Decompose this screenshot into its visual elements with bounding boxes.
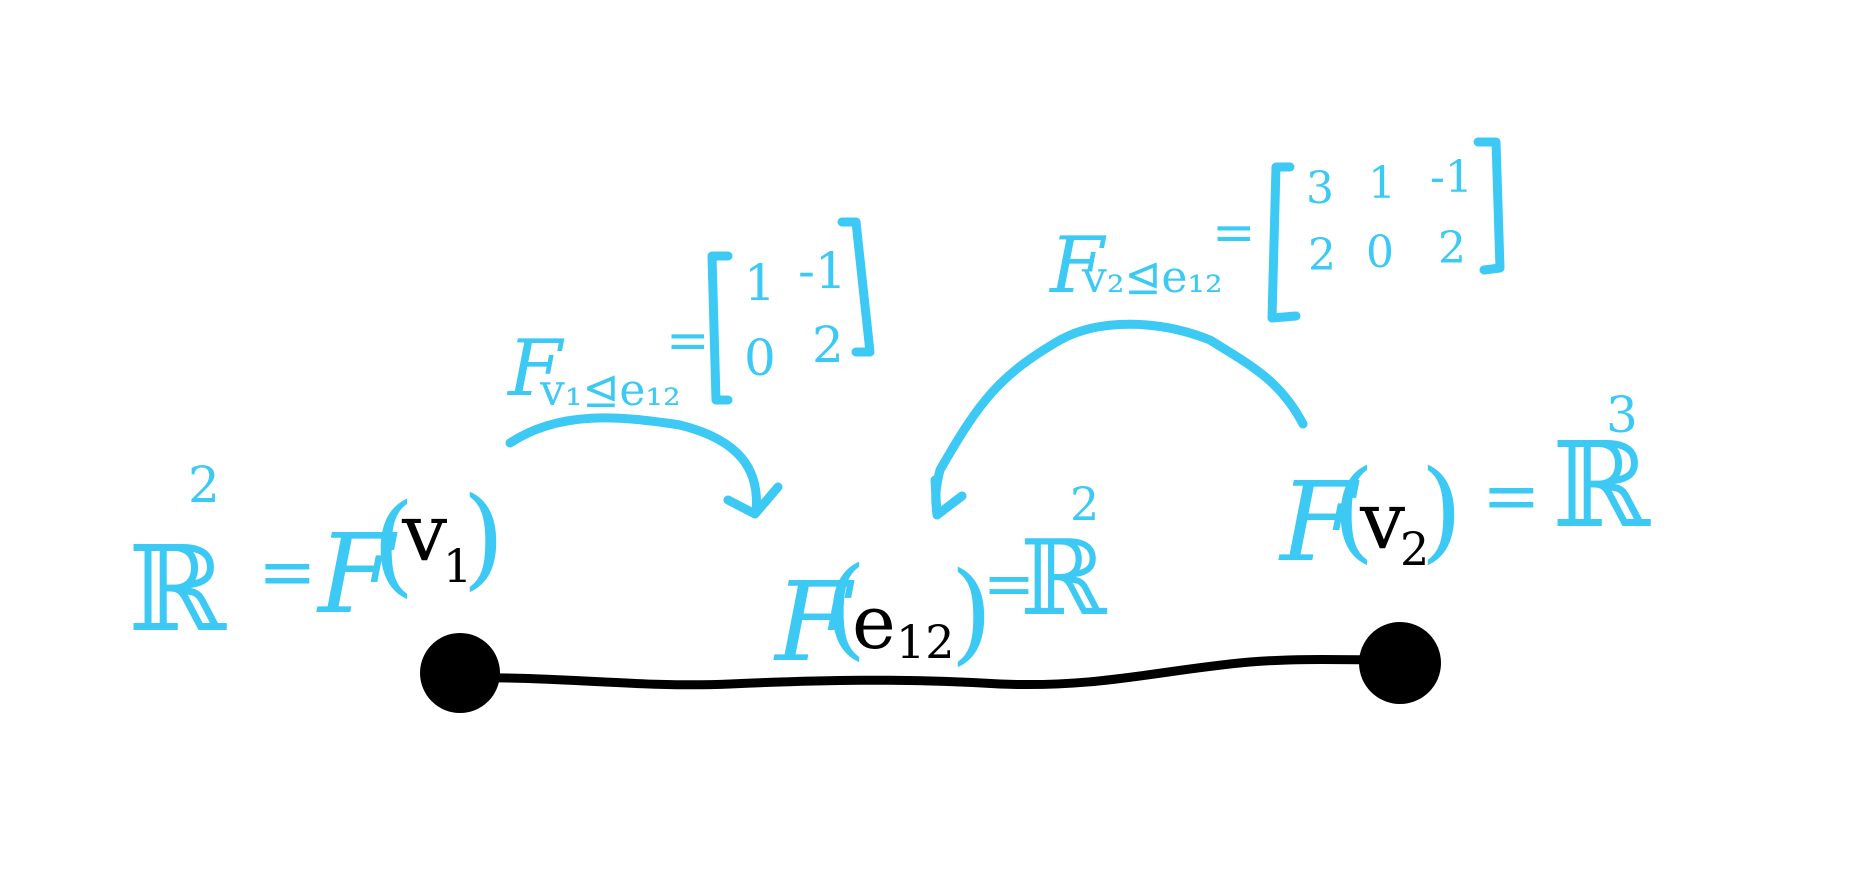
left-vertex-label: ℝ 2 = F ( v 1 )	[128, 456, 505, 658]
map-right-bracket-left	[1267, 162, 1301, 323]
edge-name: e	[852, 580, 896, 666]
map-left-label: F v₁⊴e₁₂ = 1 -1 0 2	[506, 217, 875, 416]
map-left-arrow	[505, 413, 761, 517]
left-vertex-subscript: 1	[443, 539, 472, 593]
map-left-equals: =	[666, 311, 710, 371]
edge-space-exponent: 2	[1070, 477, 1099, 531]
map-right-m11: 3	[1306, 163, 1334, 214]
left-space-exponent: 2	[188, 456, 220, 514]
edge-open-paren: (	[824, 543, 867, 671]
right-equals-sign: =	[1482, 455, 1541, 537]
map-left-m12: -1	[798, 242, 847, 300]
edge-F-symbol: F	[773, 558, 855, 686]
left-vertex-name: v	[401, 486, 447, 579]
left-F-symbol: F	[316, 510, 398, 638]
vertex-v1-node[interactable]	[420, 633, 500, 713]
map-right-F-symbol: F	[1048, 221, 1107, 311]
map-left-m22: 2	[812, 316, 844, 374]
edge-equals-sign: =	[983, 547, 1035, 620]
map-right-arrowhead	[930, 475, 967, 520]
right-space-exponent: 3	[1606, 386, 1638, 444]
right-vertex-name: v	[1359, 474, 1405, 567]
map-left-m21: 0	[744, 329, 776, 387]
map-left-bracket-right	[837, 217, 875, 357]
right-vertex-label: F ( v 2 ) = ℝ 3	[1278, 386, 1651, 586]
map-right-m22: 0	[1366, 227, 1394, 278]
edge-subscript: 12	[896, 615, 955, 669]
left-equals-sign: =	[258, 531, 317, 613]
map-left-arrowhead	[723, 482, 783, 519]
map-left-bracket-left	[707, 251, 733, 405]
right-close-paren: )	[1420, 446, 1463, 574]
map-right-equals: =	[1212, 203, 1256, 263]
left-space-symbol: ℝ	[128, 520, 227, 658]
edge-space-symbol: ℝ	[1020, 517, 1108, 639]
left-close-paren: )	[462, 473, 505, 601]
map-right-bracket-right	[1473, 137, 1505, 275]
right-space-symbol: ℝ	[1552, 416, 1651, 554]
map-right-m23: 2	[1438, 223, 1466, 274]
edge-e12-line	[455, 655, 1395, 690]
map-left-m11: 1	[744, 254, 776, 312]
edge-close-paren: )	[950, 548, 993, 676]
map-right-m13: -1	[1430, 152, 1473, 203]
map-right-subscript: v₂⊴e₁₂	[1081, 252, 1223, 303]
right-F-symbol: F	[1278, 458, 1360, 586]
map-right-label: F v₂⊴e₁₂ = 3 1 -1 2 0 2	[1048, 137, 1505, 323]
map-left-subscript: v₁⊴e₁₂	[539, 365, 681, 416]
left-open-paren: (	[372, 480, 415, 608]
map-right-m12: 1	[1368, 158, 1396, 209]
right-vertex-subscript: 2	[1400, 522, 1429, 576]
map-right-arrow	[931, 319, 1308, 518]
vertex-v2-node[interactable]	[1359, 622, 1441, 704]
right-open-paren: (	[1332, 446, 1375, 574]
map-right-m21: 2	[1308, 230, 1336, 281]
edge-label: F ( e 12 ) = ℝ 2	[773, 477, 1108, 686]
map-left-F-symbol: F	[506, 324, 565, 414]
